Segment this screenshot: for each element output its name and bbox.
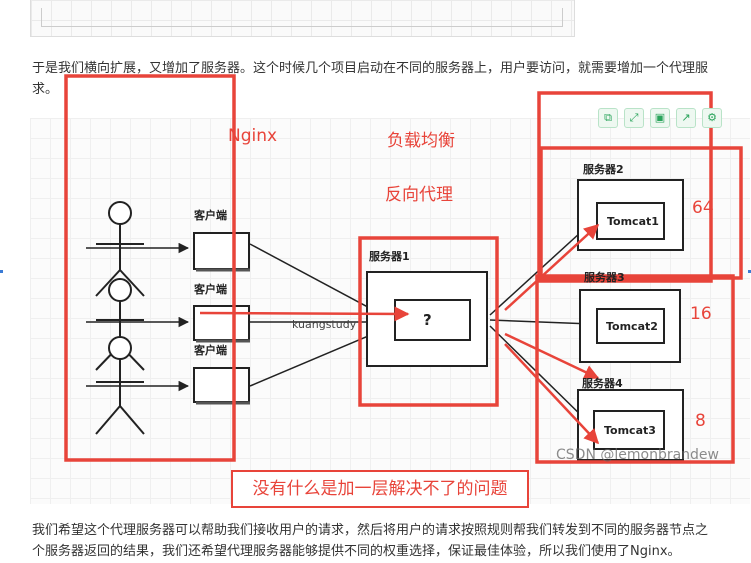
- server4-label: 服务器4: [582, 377, 623, 390]
- client-label: 客户端: [194, 344, 227, 357]
- watermark: CSDN @lemonbrandew: [556, 447, 719, 463]
- weight-server2: 64: [692, 198, 714, 218]
- tomcat2-label: Tomcat2: [606, 320, 658, 333]
- paragraph-line: 个服务器返回的结果，我们还希望代理服务器能够提供不同的权重选择，保证最佳体验，所…: [32, 544, 681, 559]
- copy-icon[interactable]: ⧉: [598, 108, 618, 128]
- paragraph-line: 于是我们横向扩展，又增加了服务器。这个时候几个项目启动在不同的服务器上，用户要访…: [32, 61, 709, 76]
- red-annotation-boxes: [64, 74, 743, 464]
- load-balance-label: 负载均衡: [387, 131, 455, 151]
- client-label: 客户端: [194, 283, 227, 296]
- resize-handle[interactable]: [748, 270, 751, 273]
- arrow-text: kuangstudy: [292, 318, 357, 331]
- server3-label: 服务器3: [584, 271, 625, 284]
- client-label: 客户端: [194, 209, 227, 222]
- nginx-label: Nginx: [228, 126, 278, 146]
- resize-handle[interactable]: [0, 270, 3, 273]
- expand-icon[interactable]: ⤢: [624, 108, 644, 128]
- share-icon[interactable]: ↗: [676, 108, 696, 128]
- paragraph-line: 求。: [32, 82, 59, 97]
- caption-box: 没有什么是加一层解决不了的问题: [231, 470, 529, 508]
- previous-figure-bottom: [30, 0, 575, 37]
- reverse-proxy-label: 反向代理: [385, 185, 453, 205]
- server1-label: 服务器1: [369, 250, 410, 263]
- paragraph-line: 我们希望这个代理服务器可以帮助我们接收用户的请求，然后将用户的请求按照规则帮我们…: [32, 523, 709, 538]
- proxy-node-label: ?: [423, 311, 432, 329]
- save-icon[interactable]: ▣: [650, 108, 670, 128]
- client-boxes: [193, 232, 250, 403]
- settings-icon[interactable]: ⚙: [702, 108, 722, 128]
- user-figures: [95, 201, 145, 435]
- tomcat3-label: Tomcat3: [604, 424, 656, 437]
- tomcat1-label: Tomcat1: [607, 215, 659, 228]
- weight-server4: 8: [695, 411, 706, 431]
- weight-server3: 16: [690, 304, 712, 324]
- server2-label: 服务器2: [583, 163, 624, 176]
